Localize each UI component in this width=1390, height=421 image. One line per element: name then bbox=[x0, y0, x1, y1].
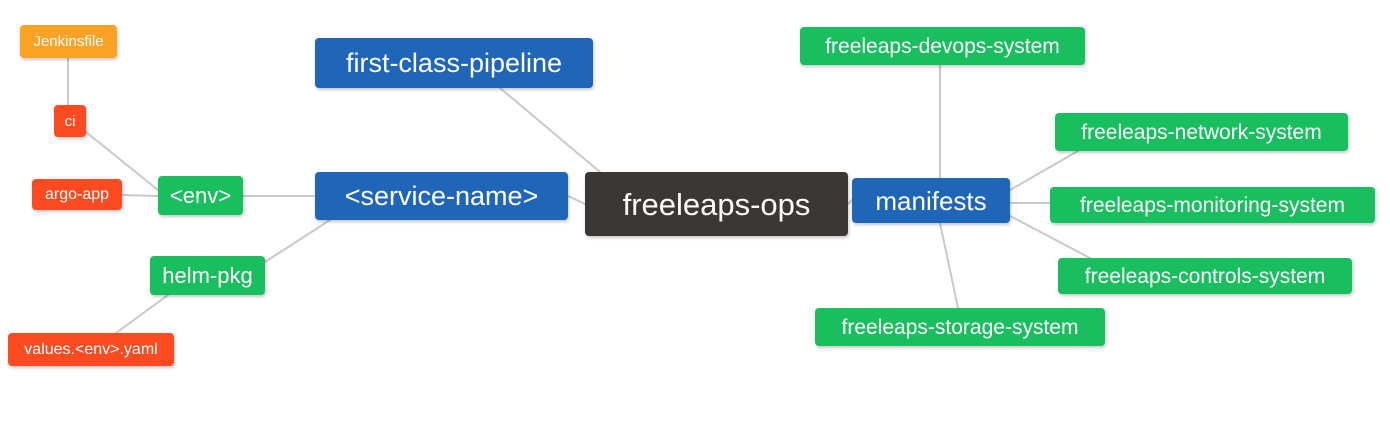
mindmap-node-label: manifests bbox=[875, 185, 987, 216]
mindmap-node-label: <service-name> bbox=[344, 180, 539, 211]
mindmap-edge bbox=[1009, 150, 1079, 191]
mindmap-node-label: freeleaps-devops-system bbox=[825, 34, 1060, 58]
mindmap-node-label: first-class-pipeline bbox=[345, 47, 563, 78]
mindmap-node-label: ci bbox=[64, 112, 76, 130]
mindmap-node-label: Jenkinsfile bbox=[33, 33, 104, 50]
mindmap-node-first-class-pipeline[interactable]: first-class-pipeline bbox=[315, 38, 593, 88]
mindmap-node-jenkinsfile[interactable]: Jenkinsfile bbox=[20, 25, 117, 58]
mindmap-node-argo-app[interactable]: argo-app bbox=[32, 179, 122, 210]
mindmap-node-service-name[interactable]: <service-name> bbox=[315, 172, 568, 220]
mindmap-node-label: freeleaps-ops bbox=[622, 186, 811, 222]
mindmap-edge bbox=[115, 294, 169, 334]
mindmap-node-manifests[interactable]: manifests bbox=[852, 178, 1010, 223]
mindmap-node-ci[interactable]: ci bbox=[54, 105, 86, 137]
mindmap-node-freeleaps-storage-system[interactable]: freeleaps-storage-system bbox=[815, 308, 1105, 346]
mindmap-node-env[interactable]: <env> bbox=[158, 176, 243, 215]
mindmap-node-freeleaps-ops[interactable]: freeleaps-ops bbox=[585, 172, 848, 236]
mindmap-node-label: helm-pkg bbox=[162, 262, 253, 288]
mindmap-node-freeleaps-network-system[interactable]: freeleaps-network-system bbox=[1055, 113, 1348, 151]
mindmap-node-label: freeleaps-network-system bbox=[1081, 120, 1322, 144]
mindmap-edge bbox=[264, 219, 331, 263]
mindmap-node-freeleaps-monitoring-system[interactable]: freeleaps-monitoring-system bbox=[1050, 187, 1375, 223]
mindmap-edge bbox=[499, 87, 601, 173]
mindmap-node-label: freeleaps-controls-system bbox=[1084, 264, 1326, 288]
mindmap-node-freeleaps-controls-system[interactable]: freeleaps-controls-system bbox=[1058, 258, 1352, 294]
mindmap-node-freeleaps-devops-system[interactable]: freeleaps-devops-system bbox=[800, 27, 1085, 65]
mindmap-node-values-env-yaml[interactable]: values.<env>.yaml bbox=[8, 333, 174, 366]
mindmap-edge bbox=[567, 195, 586, 205]
mindmap-node-label: values.<env>.yaml bbox=[24, 340, 158, 358]
mindmap-node-label: freeleaps-monitoring-system bbox=[1080, 193, 1345, 217]
mindmap-edge bbox=[121, 194, 159, 197]
mindmap-node-label: argo-app bbox=[44, 185, 110, 203]
mindmap-edge bbox=[939, 222, 959, 309]
mindmap-node-label: freeleaps-storage-system bbox=[841, 315, 1079, 339]
mindmap-node-helm-pkg[interactable]: helm-pkg bbox=[150, 256, 265, 295]
mindmap-node-label: <env> bbox=[169, 182, 232, 208]
